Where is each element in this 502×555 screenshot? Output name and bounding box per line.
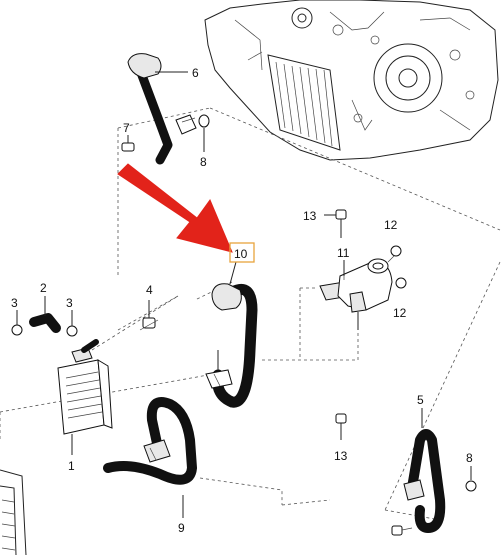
part-7-bolt [121, 135, 135, 152]
callout-10: 10 [234, 247, 248, 261]
callout-4: 4 [146, 283, 153, 297]
part-2-elbow [29, 296, 61, 333]
callout-8-top: 8 [200, 155, 207, 169]
part-5-hose [403, 408, 446, 533]
part-9-hose [103, 397, 197, 518]
assembly-boundary [0, 107, 501, 521]
callout-11: 11 [337, 246, 350, 260]
part-8-o-ring-top [198, 114, 210, 152]
part-1-oil-cooler [57, 339, 113, 455]
part-11-thermostat-housing [319, 258, 393, 330]
part-10-hose [205, 283, 258, 408]
callout-6: 6 [192, 66, 199, 80]
callout-9: 9 [178, 521, 185, 535]
callout-8-bottom: 8 [466, 451, 473, 465]
leader-lines [158, 71, 345, 285]
red-indicator-arrow [117, 163, 233, 253]
callout-3-right: 3 [66, 296, 73, 310]
callout-12-top: 12 [384, 218, 398, 232]
radiator-fragment [0, 469, 27, 555]
part-4-bolt [139, 300, 159, 331]
callout-13-top: 13 [303, 209, 317, 223]
bottom-bolt [391, 525, 413, 536]
callout-1: 1 [68, 459, 75, 473]
callout-13-bottom: 13 [334, 449, 348, 463]
callout-7: 7 [123, 121, 130, 135]
part-12-o-rings [387, 245, 407, 289]
callout-12-bottom: 12 [393, 306, 407, 320]
highlight-box-part-10 [229, 242, 255, 263]
transmission-housing [204, 0, 499, 161]
callout-2: 2 [40, 281, 47, 295]
callout-3-left: 3 [11, 296, 18, 310]
part-3-clamps [11, 310, 78, 337]
part-8-o-ring-bottom [465, 466, 477, 492]
callout-labels: 1 2 3 3 4 5 6 7 8 8 9 10 11 12 12 13 13 [11, 66, 473, 535]
part-6-hose [127, 53, 197, 165]
callout-5: 5 [417, 393, 424, 407]
part-13-bolts [324, 209, 347, 440]
